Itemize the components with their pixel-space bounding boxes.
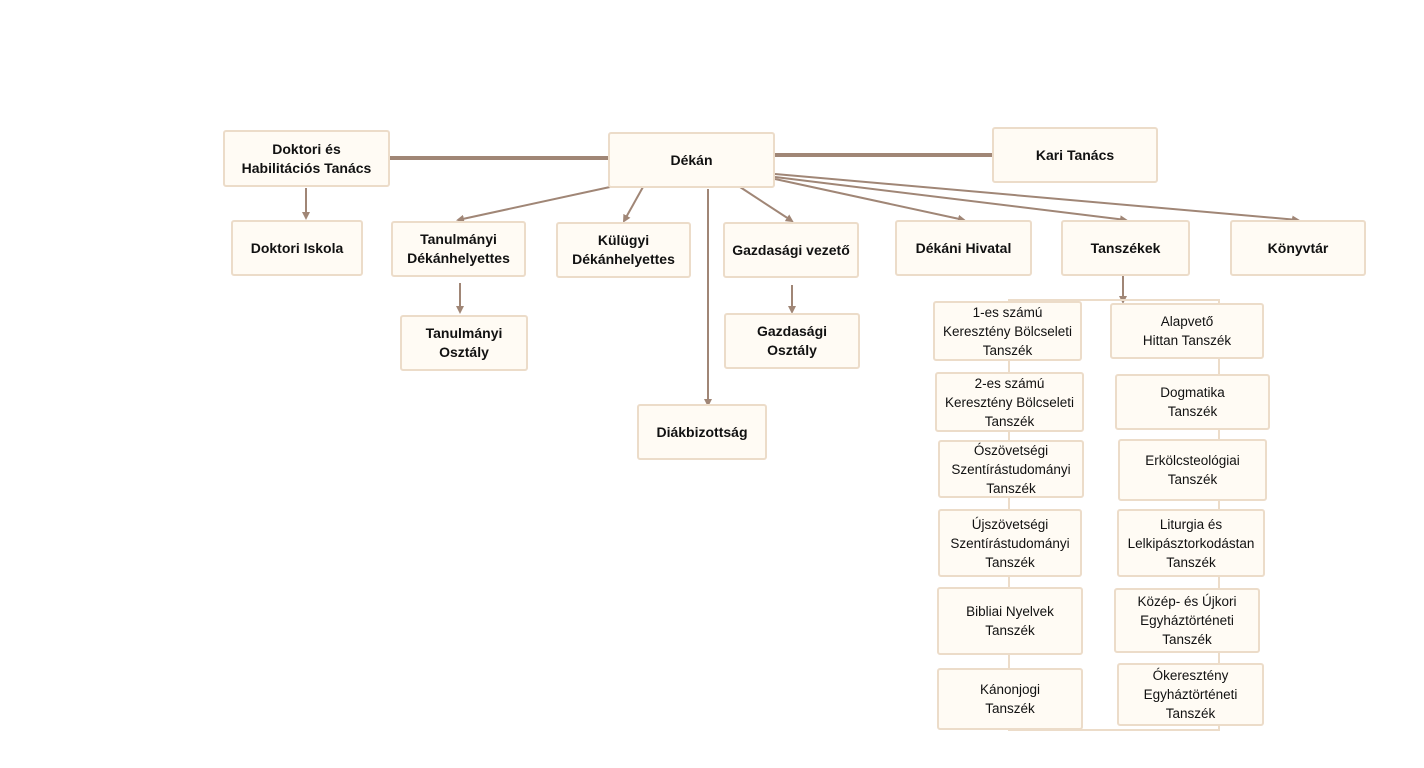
node-tanszekek: Tanszékek [1061,220,1190,276]
node-kari-tanacs: Kari Tanács [992,127,1158,183]
node-dekan: Dékán [608,132,775,188]
arrow-to-kulugyi-dh [623,186,644,223]
node-tanulmanyi-dekanhelyettes: Tanulmányi Dékánhelyettes [391,221,526,277]
department-box: Liturgia és Lelkipásztorkodástan Tanszék [1117,509,1265,577]
arrow-to-gazdasagi-vezeto [739,186,794,223]
arrow-to-tanulmanyi-dh [456,186,611,223]
department-box: 1-es számú Keresztény Bölcseleti Tanszék [933,301,1082,361]
node-doktori-iskola: Doktori Iskola [231,220,363,276]
node-gazdasagi-osztaly: Gazdasági Osztály [724,313,860,369]
node-gazdasagi-vezeto: Gazdasági vezető [723,222,859,278]
arrow-to-tanszekek [774,176,1128,224]
department-box: 2-es számú Keresztény Bölcseleti Tanszék [935,372,1084,432]
node-kulugyi-dekanhelyettes: Külügyi Dékánhelyettes [556,222,691,278]
arrow-to-dekani-hivatal [774,178,966,223]
department-box: Ókeresztény Egyháztörténeti Tanszék [1117,663,1264,726]
department-box: Kánonjogi Tanszék [937,668,1083,730]
node-tanulmanyi-osztaly: Tanulmányi Osztály [400,315,528,371]
node-dekani-hivatal: Dékáni Hivatal [895,220,1032,276]
department-box: Újszövetségi Szentírástudományi Tanszék [938,509,1082,577]
department-box: Erkölcsteológiai Tanszék [1118,439,1267,501]
department-box: Ószövetségi Szentírástudományi Tanszék [938,440,1084,498]
arrow-to-konyvtar [774,173,1300,224]
node-doktori-habilitacios-tanacs: Doktori és Habilitációs Tanács [223,130,390,187]
department-box: Bibliai Nyelvek Tanszék [937,587,1083,655]
department-box: Közép- és Újkori Egyháztörténeti Tanszék [1114,588,1260,653]
node-konyvtar: Könyvtár [1230,220,1366,276]
node-diakbizottsag: Diákbizottság [637,404,767,460]
department-box: Alapvető Hittan Tanszék [1110,303,1264,359]
department-box: Dogmatika Tanszék [1115,374,1270,430]
